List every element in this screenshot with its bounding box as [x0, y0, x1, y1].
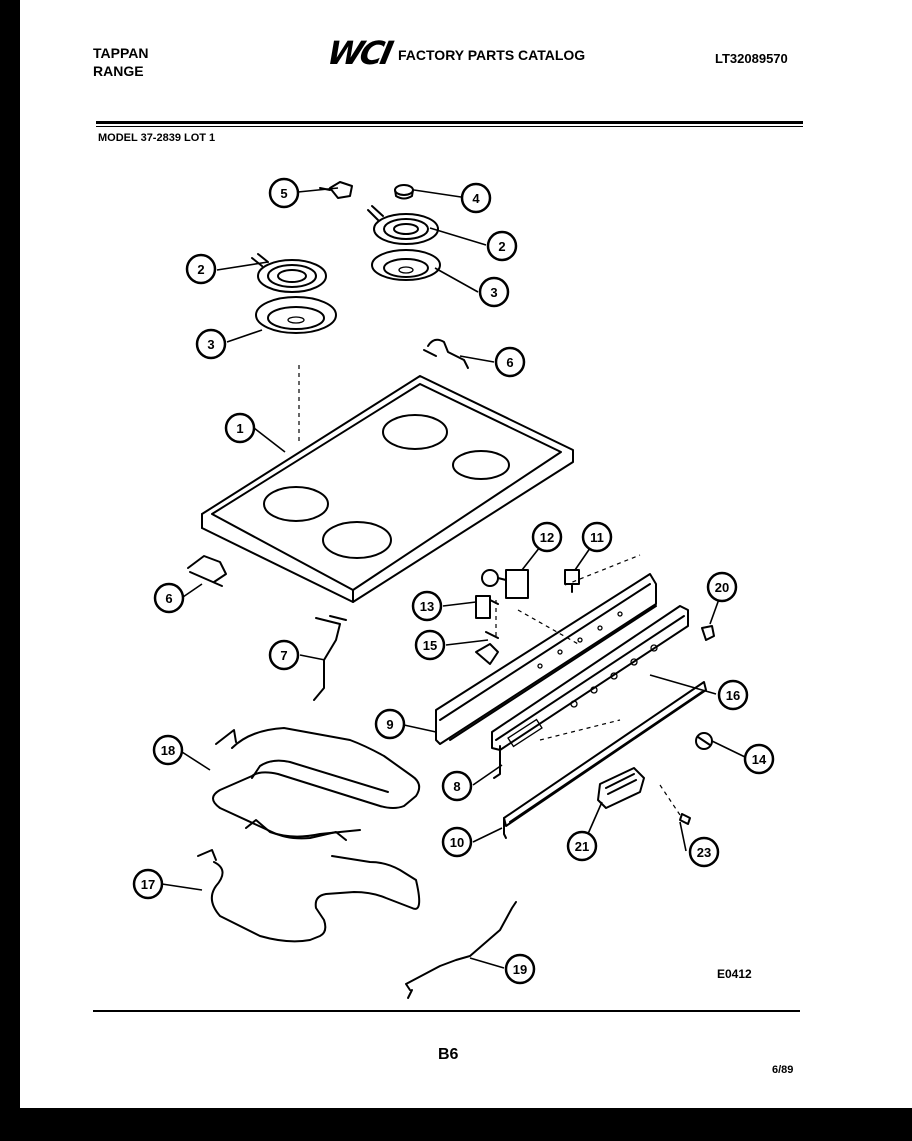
cooktop-main-top — [201, 375, 574, 603]
callout-5: 5 — [268, 177, 300, 209]
callout-label: 23 — [697, 845, 711, 860]
surface-element-rear — [367, 205, 439, 245]
leader-lines — [161, 187, 746, 969]
page-number: B6 — [438, 1046, 459, 1063]
product-type: RANGE — [93, 63, 144, 79]
callout-12: 12 — [531, 521, 563, 553]
element-knob — [394, 184, 414, 200]
callout-9: 9 — [374, 708, 406, 740]
callout-6b: 6 — [153, 582, 185, 614]
callout-23: 23 — [688, 836, 720, 868]
callout-label: 12 — [540, 530, 554, 545]
callout-label: 1 — [236, 421, 243, 436]
callout-16: 16 — [717, 679, 749, 711]
callout-label: 4 — [472, 191, 480, 206]
callout-label: 21 — [575, 839, 589, 854]
callout-label: 3 — [490, 285, 497, 300]
callout-4: 4 — [460, 182, 492, 214]
drip-bowl-rear — [371, 249, 441, 281]
callout-label: 2 — [498, 239, 505, 254]
callout-1: 1 — [224, 412, 256, 444]
brand-name: TAPPAN — [93, 45, 149, 61]
hinge-clip-lower — [187, 555, 227, 587]
exploded-parts-diagram: 5 4 2 2 3 3 6 1 12 11 6 20 13 7 15 16 9 … — [132, 177, 775, 999]
callout-label: 7 — [280, 648, 287, 663]
bake-element — [212, 727, 421, 841]
footer-rule — [93, 1010, 800, 1012]
callout-label: 18 — [161, 743, 175, 758]
callout-label: 13 — [420, 599, 434, 614]
infinite-switch — [481, 569, 529, 599]
screw-23 — [679, 813, 691, 825]
screw-20 — [701, 625, 715, 641]
callout-label: 9 — [386, 717, 393, 732]
callout-label: 6 — [165, 591, 172, 606]
control-panel-rear — [435, 573, 657, 745]
callout-6a: 6 — [494, 346, 526, 378]
callout-label: 10 — [450, 835, 464, 850]
callout-3b: 3 — [195, 328, 227, 360]
callout-19: 19 — [504, 953, 536, 985]
drip-bowl-front — [255, 296, 337, 334]
callout-label: 6 — [506, 355, 513, 370]
callout-3a: 3 — [478, 276, 510, 308]
surface-element-front — [251, 253, 327, 293]
callout-label: 2 — [197, 262, 204, 277]
header-rule-thin — [96, 126, 803, 127]
terminal-block — [319, 181, 353, 199]
broil-element — [197, 819, 421, 943]
wire-clip-upper — [423, 338, 469, 369]
callout-label: 14 — [752, 752, 767, 767]
diagram-reference-code: E0412 — [717, 967, 752, 981]
callout-21: 21 — [566, 830, 598, 862]
callout-11: 11 — [581, 521, 613, 553]
alignment-lines — [298, 365, 681, 816]
callout-label: 20 — [715, 580, 729, 595]
print-date: 6/89 — [772, 1064, 794, 1076]
callout-2a: 2 — [486, 230, 518, 262]
callout-10: 10 — [441, 826, 473, 858]
callout-2b: 2 — [185, 253, 217, 285]
callout-label: 3 — [207, 337, 214, 352]
callout-label: 8 — [453, 779, 460, 794]
wire-harness — [405, 901, 517, 999]
callout-label: 11 — [590, 530, 604, 545]
catalog-title: FACTORY PARTS CATALOG — [398, 47, 586, 63]
callout-20: 20 — [706, 571, 738, 603]
indicator-light — [564, 569, 580, 593]
callout-8: 8 — [441, 770, 473, 802]
trim-strip — [503, 681, 707, 839]
callout-14: 14 — [743, 743, 775, 775]
callout-label: 17 — [141, 877, 155, 892]
callout-18: 18 — [152, 734, 184, 766]
callout-13: 13 — [411, 590, 443, 622]
callout-label: 15 — [423, 638, 437, 653]
header-rule — [96, 121, 803, 124]
control-knob — [695, 732, 713, 750]
callout-7: 7 — [268, 639, 300, 671]
callout-label: 5 — [280, 186, 287, 201]
callout-label: 19 — [513, 962, 527, 977]
callout-15: 15 — [414, 629, 446, 661]
control-panel-front — [491, 605, 689, 779]
callout-label: 16 — [726, 688, 740, 703]
timer-module — [597, 767, 645, 809]
callout-17: 17 — [132, 868, 164, 900]
support-rod — [313, 615, 347, 701]
model-number: MODEL 37-2839 LOT 1 — [98, 132, 216, 144]
catalog-page: TAPPAN RANGE WCI FACTORY PARTS CATALOG L… — [20, 0, 912, 1108]
switch-bracket — [475, 595, 499, 619]
pilot-lamp — [475, 631, 499, 665]
catalog-number: LT32089570 — [715, 51, 788, 66]
